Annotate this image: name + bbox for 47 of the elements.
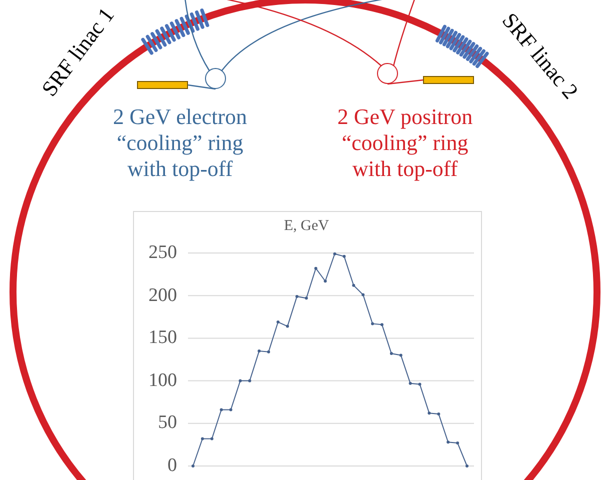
point [333,252,336,256]
point [352,284,356,287]
point [220,408,223,412]
point [466,464,468,468]
ring-caption: 2 GeV electron “cooling” ring with top-off [112,104,248,182]
point [380,323,384,326]
axis-tick-label: 100 [148,370,177,392]
point [399,354,402,357]
beam-line [392,0,416,66]
point [428,412,431,415]
beam-line [184,0,210,72]
point [267,350,270,354]
injector-bar [423,76,474,84]
point [276,320,280,324]
point [324,280,327,283]
point [192,464,194,468]
point [390,352,393,356]
point [371,322,374,326]
point [456,441,460,444]
point [342,254,346,258]
point [286,324,289,328]
point [258,349,261,352]
point [229,408,232,412]
cooling-ring-circle [205,68,226,89]
cooling-ring-circle [377,63,398,84]
point [314,266,318,270]
point [362,293,365,296]
axis-tick-label: 50 [158,412,177,434]
point [408,382,412,385]
axis-tick-label: 150 [148,327,177,350]
beam-line [188,84,216,90]
chart-title: E, GeV [283,218,330,235]
point [200,437,204,440]
point [248,379,252,382]
point [304,296,308,300]
point [418,382,422,386]
axis-tick-label: 200 [148,284,177,307]
axis-tick-label: 0 [168,455,177,477]
point [295,294,298,298]
axis-tick-label: 250 [148,242,177,264]
ring-caption: 2 GeV positron “cooling” ring with top-off [336,104,474,182]
point [437,412,440,416]
point [210,437,214,440]
injector-bar [137,81,188,89]
point [446,440,450,444]
point [238,379,242,382]
beam-line [387,79,424,85]
